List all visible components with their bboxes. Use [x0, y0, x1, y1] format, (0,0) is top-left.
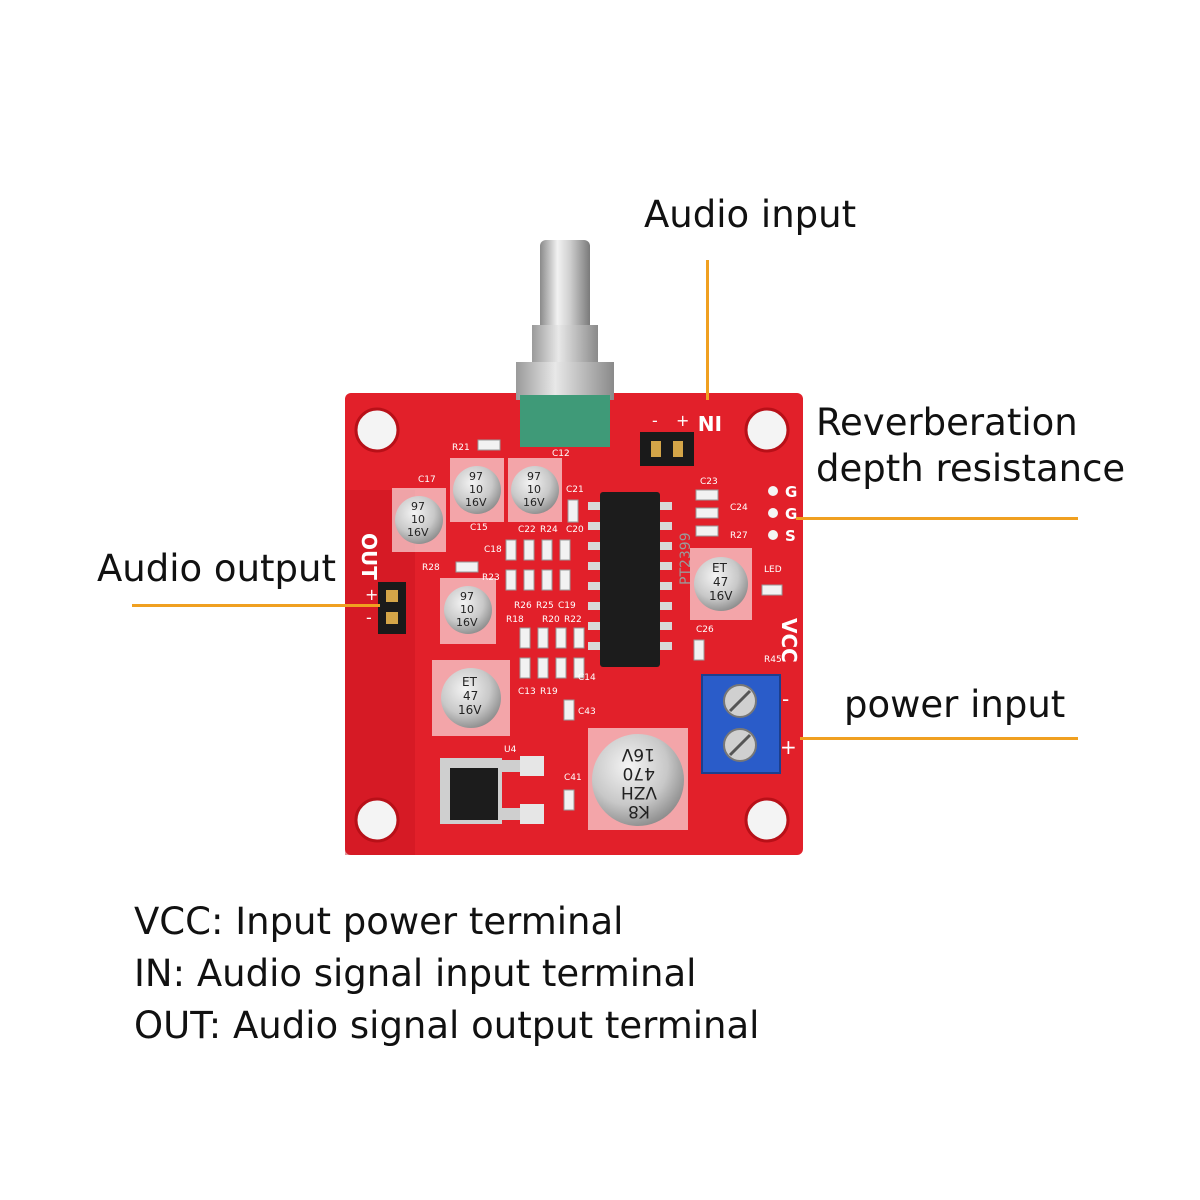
svg-text:S: S	[785, 527, 796, 545]
svg-text:K8: K8	[628, 801, 650, 821]
svg-text:R22: R22	[564, 615, 582, 625]
callout-reverb-depth-line1: Reverberation	[816, 401, 1078, 444]
svg-text:470: 470	[623, 763, 655, 783]
out-header	[378, 582, 406, 634]
svg-text:C43: C43	[578, 707, 596, 717]
svg-text:C15: C15	[470, 523, 488, 533]
svg-text:U4: U4	[504, 745, 517, 755]
svg-text:C20: C20	[566, 525, 584, 535]
svg-text:R19: R19	[540, 687, 558, 697]
svg-text:97: 97	[460, 590, 474, 603]
svg-text:C23: C23	[700, 477, 718, 487]
in-label: IN	[698, 411, 722, 435]
svg-text:R21: R21	[452, 443, 470, 453]
smd-components	[455, 439, 783, 811]
svg-text:16V: 16V	[523, 496, 545, 509]
vcc-polarity-minus: -	[782, 687, 789, 711]
svg-text:C12: C12	[552, 449, 570, 459]
vcc-label: VCC	[777, 618, 801, 663]
svg-text:G: G	[785, 505, 797, 523]
et-capacitor: ET 47 16V	[432, 660, 510, 736]
small-capacitor: 97 10 16V	[450, 458, 504, 522]
small-capacitor: 97 10 16V	[392, 488, 446, 552]
svg-text:C18: C18	[484, 545, 502, 555]
leader-line-audio-output	[132, 604, 380, 607]
terminal-legend: VCC: Input power terminal IN: Audio sign…	[134, 896, 759, 1052]
svg-text:10: 10	[469, 483, 483, 496]
svg-text:R18: R18	[506, 615, 524, 625]
svg-text:16V: 16V	[456, 616, 478, 629]
svg-text:R25: R25	[536, 601, 554, 611]
leader-line-power-input	[800, 737, 1078, 740]
small-capacitor: 97 10 16V	[440, 578, 496, 644]
et-capacitor: ET 47 16V	[690, 548, 752, 620]
legend-in: IN: Audio signal input terminal	[134, 952, 697, 995]
svg-text:10: 10	[527, 483, 541, 496]
svg-text:R26: R26	[514, 601, 532, 611]
svg-text:R20: R20	[542, 615, 560, 625]
power-terminal-block	[701, 674, 781, 774]
svg-text:ET: ET	[712, 561, 728, 575]
voltage-regulator	[440, 756, 544, 824]
led-label: LED	[764, 565, 782, 575]
svg-text:16V: 16V	[407, 526, 429, 539]
svg-text:C24: C24	[730, 503, 748, 513]
out-polarity-minus: -	[366, 608, 372, 627]
svg-text:R45: R45	[764, 655, 782, 665]
legend-vcc: VCC: Input power terminal	[134, 900, 624, 943]
svg-text:C21: C21	[566, 485, 584, 495]
svg-text:R28: R28	[422, 563, 440, 573]
in-header	[640, 432, 694, 466]
svg-text:10: 10	[411, 513, 425, 526]
svg-text:C41: C41	[564, 773, 582, 783]
svg-text:C22: C22	[518, 525, 536, 535]
mounting-holes	[354, 407, 790, 843]
svg-text:R24: R24	[540, 525, 558, 535]
svg-text:C14: C14	[578, 673, 596, 683]
vcc-polarity-plus: +	[780, 735, 797, 759]
svg-text:C13: C13	[518, 687, 536, 697]
svg-text:C26: C26	[696, 625, 714, 635]
svg-text:16V: 16V	[621, 744, 655, 764]
svg-text:47: 47	[463, 689, 478, 703]
svg-text:PT2399: PT2399	[678, 532, 694, 585]
svg-text:C19: C19	[558, 601, 576, 611]
callout-reverb-depth-line2: depth resistance	[816, 447, 1126, 490]
callout-power-input: power input	[844, 683, 1066, 726]
svg-text:97: 97	[411, 500, 425, 513]
reverb-depth-pins: G G S	[768, 483, 797, 545]
leader-line-audio-input	[706, 260, 709, 400]
svg-text:16V: 16V	[458, 703, 482, 717]
in-polarity-minus: -	[652, 411, 658, 430]
out-label: OUT	[357, 533, 381, 580]
svg-text:R27: R27	[730, 531, 748, 541]
potentiometer-knob	[516, 240, 614, 447]
callout-audio-output: Audio output	[97, 547, 336, 590]
callout-audio-input: Audio input	[644, 193, 857, 236]
svg-text:97: 97	[469, 470, 483, 483]
large-electrolytic-capacitor: K8 VZH 470 16V	[588, 728, 688, 830]
svg-text:97: 97	[527, 470, 541, 483]
in-polarity-plus: +	[676, 411, 689, 430]
svg-text:G: G	[785, 483, 797, 501]
legend-out: OUT: Audio signal output terminal	[134, 1004, 760, 1047]
out-polarity-plus: +	[365, 585, 378, 604]
small-capacitor: 97 10 16V	[508, 458, 562, 522]
pt2399-chip: PT2399	[588, 492, 694, 667]
svg-text:ET: ET	[462, 675, 478, 689]
svg-text:16V: 16V	[465, 496, 487, 509]
silkscreen-labels: R21 C12 C17 C15 C21 C22 C18 R24 C20 R23 …	[418, 443, 782, 783]
svg-text:16V: 16V	[709, 589, 733, 603]
svg-text:C17: C17	[418, 475, 436, 485]
svg-text:R23: R23	[482, 573, 500, 583]
svg-text:10: 10	[460, 603, 474, 616]
leader-line-reverb-depth	[796, 517, 1078, 520]
svg-text:47: 47	[713, 575, 728, 589]
svg-text:VZH: VZH	[621, 782, 657, 802]
